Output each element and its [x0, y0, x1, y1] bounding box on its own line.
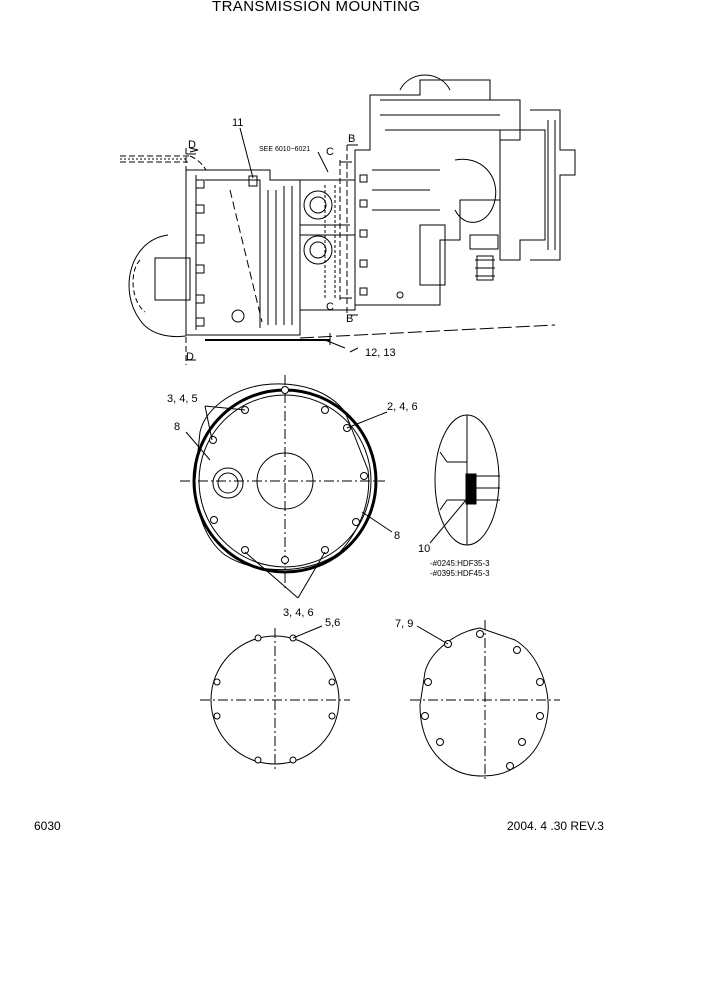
callout-10: 10: [418, 543, 430, 555]
callout-11: 11: [232, 117, 243, 129]
spline-detail-view: [429, 414, 500, 546]
callout-8-right: 8: [394, 530, 400, 542]
callout-12-13: 12, 13: [365, 347, 396, 359]
callout-see-reference: SEE 6010~6021: [259, 146, 310, 153]
callout-7-9: 7, 9: [395, 618, 413, 630]
callout-3-4-6: 3, 4, 6: [283, 607, 314, 619]
cover-plate-view: [200, 625, 350, 772]
flywheel-housing-view: [180, 375, 393, 599]
callout-section-c-top: C: [326, 146, 334, 158]
callout-3-4-5: 3, 4, 5: [167, 393, 198, 405]
callout-2-4-6: 2, 4, 6: [387, 401, 418, 413]
revision-date: 2004. 4 .30 REV.3: [507, 819, 604, 833]
page-number: 6030: [34, 819, 61, 833]
serial-note-2: -#0395:HDF45-3: [430, 569, 490, 578]
callout-section-c-bottom: C: [326, 301, 334, 313]
page-title: TRANSMISSION MOUNTING: [212, 0, 421, 15]
callout-8-left: 8: [174, 421, 180, 433]
callout-section-d-bottom: D: [186, 351, 194, 363]
callout-section-b-top: B: [348, 133, 355, 145]
callout-section-b-bottom: B: [346, 313, 353, 325]
callout-section-d-top: D: [188, 139, 196, 151]
adapter-housing-view: [410, 620, 560, 780]
serial-note-1: -#0245:HDF35-3: [430, 559, 490, 568]
callout-5-6: 5,6: [325, 617, 340, 629]
transmission-assembly-drawing: [120, 74, 576, 365]
